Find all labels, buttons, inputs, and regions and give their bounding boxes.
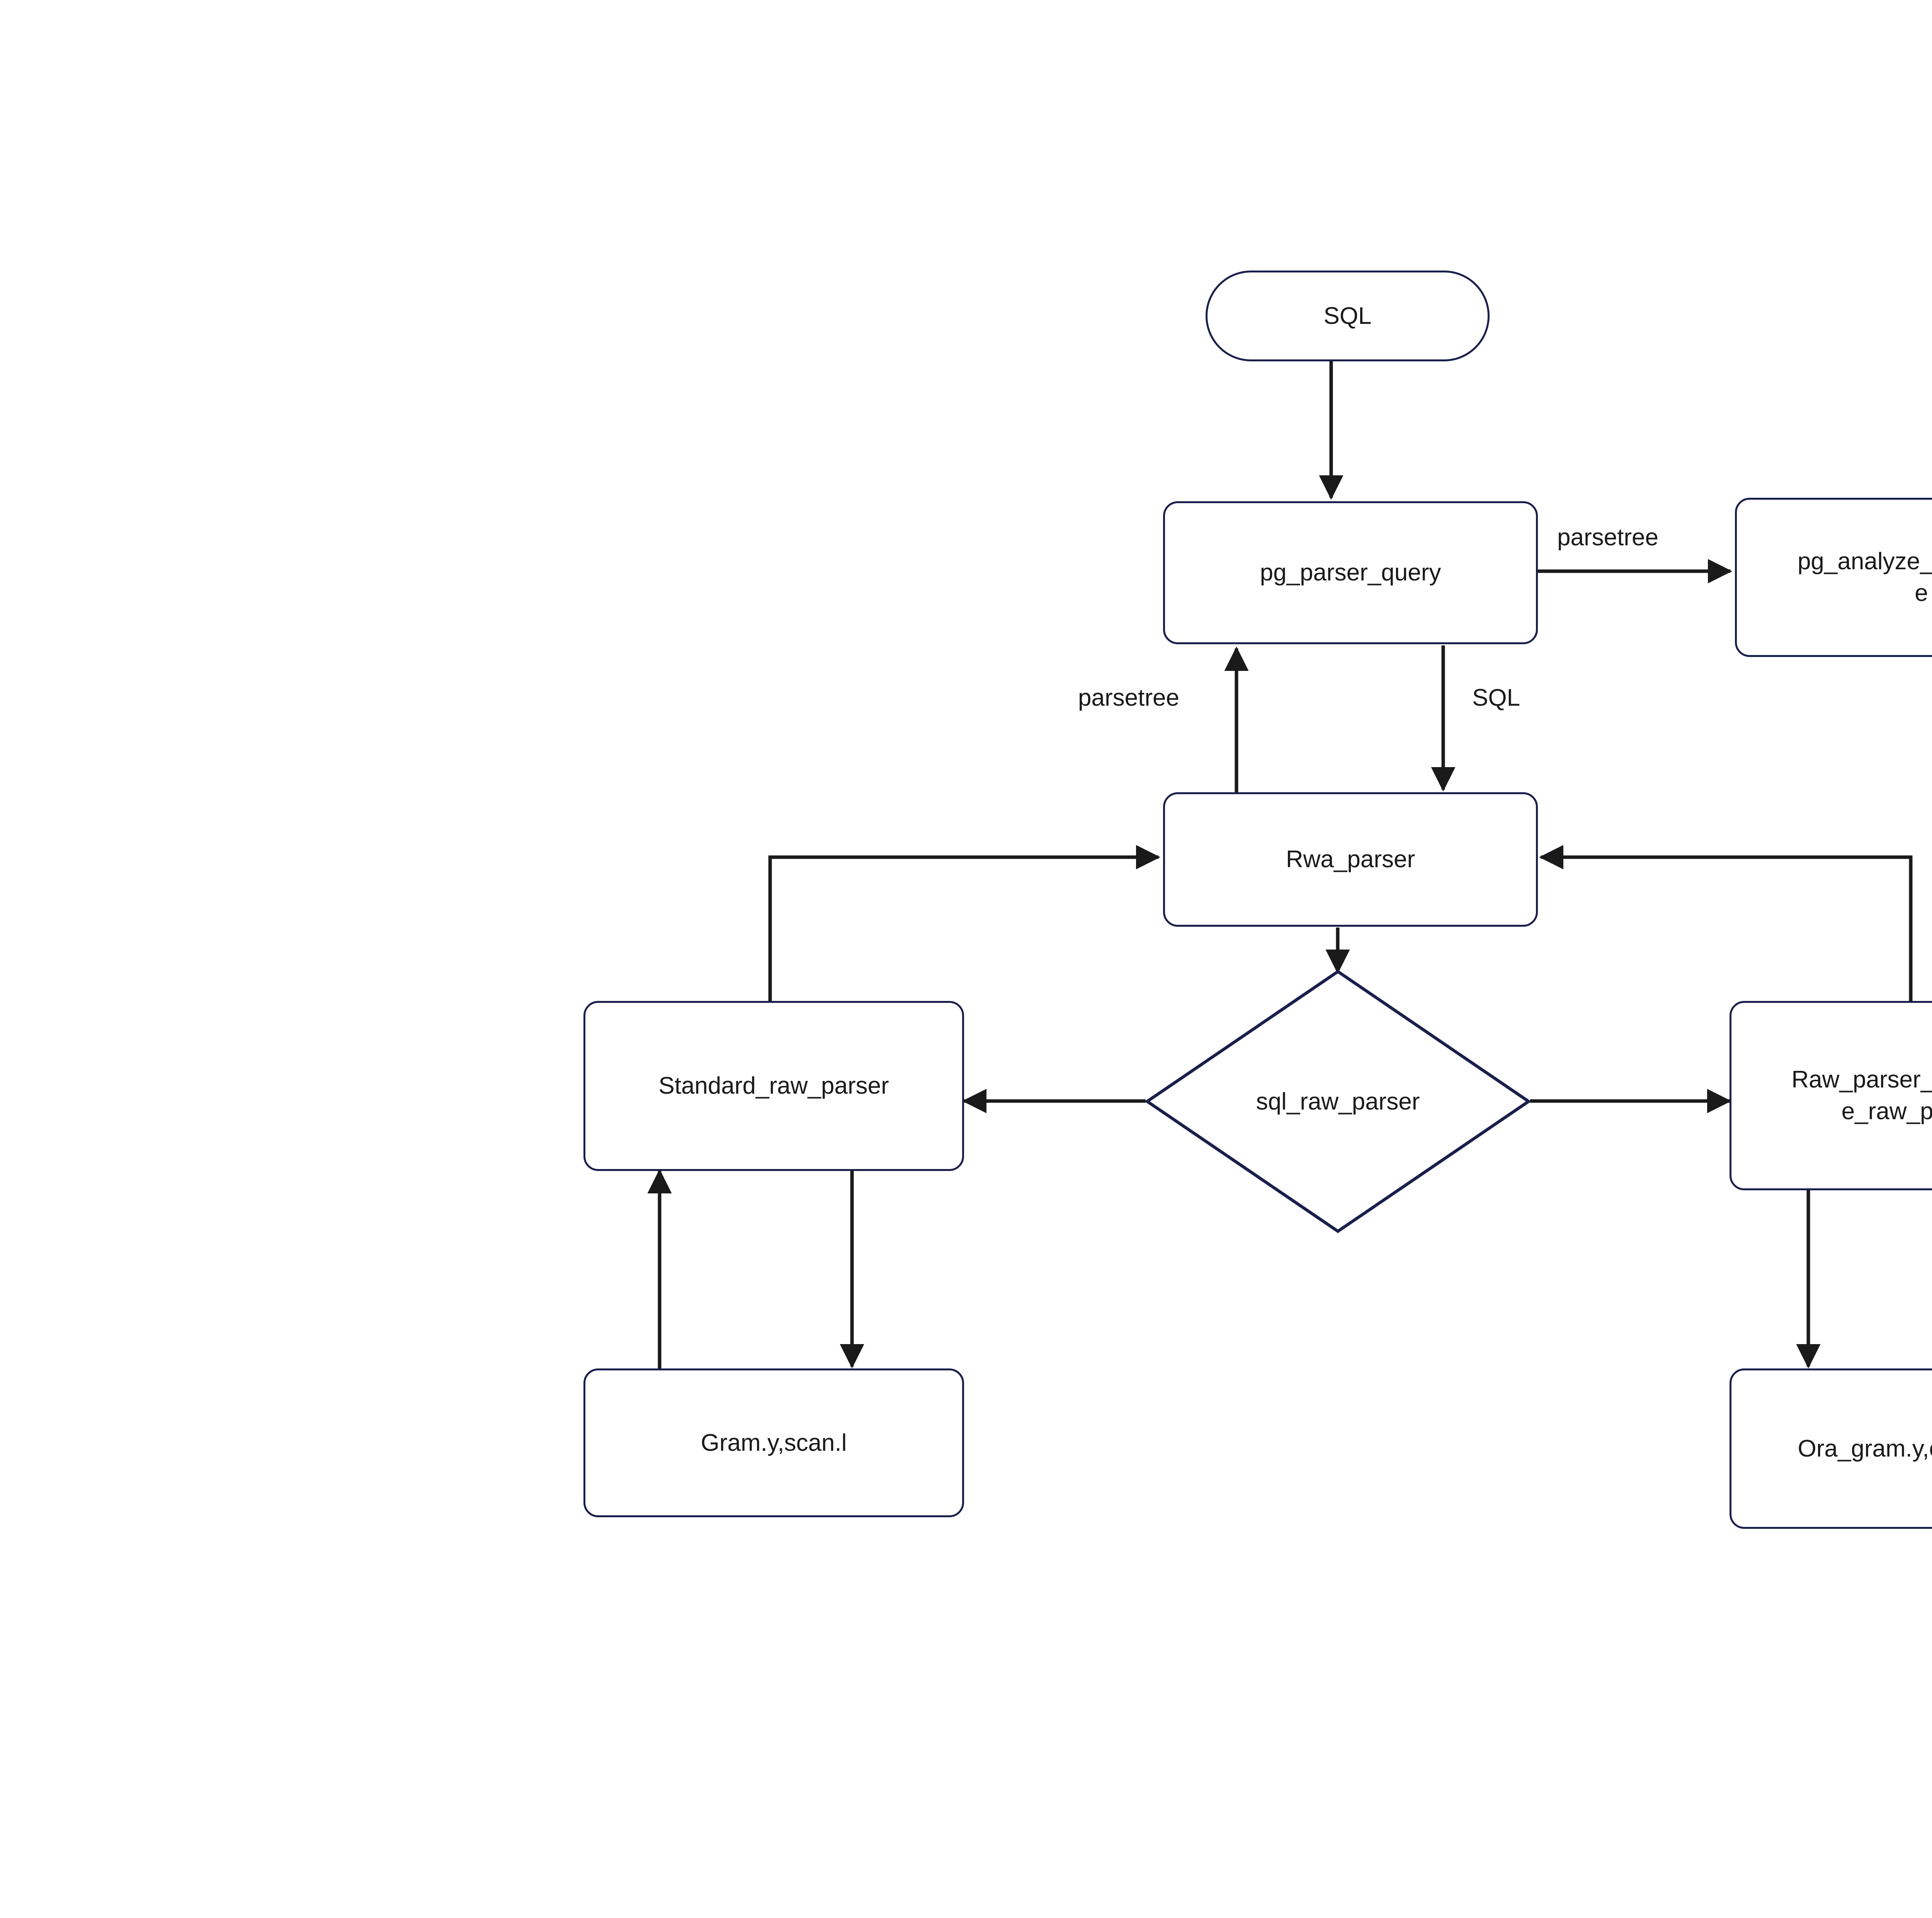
node-rwa-parser-label: Rwa_parser (1286, 846, 1415, 873)
node-sql-input-label: SQL (1323, 302, 1372, 329)
edge-label-parsetree-to-analyze: parsetree (1557, 524, 1658, 551)
edge-label-parsetree-up: parsetree (1078, 684, 1179, 711)
edge-standard-raw-parser-to-rwa-parser (768, 845, 1161, 1001)
edge-label-sql-down: SQL (1472, 684, 1520, 711)
diamond-shape (1144, 970, 1532, 1233)
node-pg-parser-query-label: pg_parser_query (1260, 559, 1441, 586)
node-raw-parser-hook[interactable]: Raw_parser_hook(oracl e_raw_parser) (1730, 1001, 1932, 1190)
edge-raw-parser-hook-to-rwa-parser (1539, 845, 1913, 1001)
node-ora-gram-scan[interactable]: Ora_gram.y,ora_scan.l (1730, 1368, 1932, 1529)
node-standard-raw-parser-label: Standard_raw_parser (658, 1072, 889, 1099)
node-gram-scan[interactable]: Gram.y,scan.l (583, 1368, 964, 1517)
node-pg-parser-query[interactable]: pg_parser_query (1163, 501, 1538, 644)
node-pg-analyze-and-rewrite[interactable]: pg_analyze_and_rewrit e (1735, 498, 1932, 657)
node-pg-analyze-and-rewrite-label: pg_analyze_and_rewrit e (1797, 548, 1932, 606)
node-sql-raw-parser[interactable]: sql_raw_parser (1144, 970, 1532, 1233)
node-ora-gram-scan-label: Ora_gram.y,ora_scan.l (1798, 1435, 1932, 1462)
node-raw-parser-hook-label: Raw_parser_hook(oracl e_raw_parser) (1791, 1066, 1932, 1125)
node-gram-scan-label: Gram.y,scan.l (701, 1429, 847, 1456)
node-sql-input[interactable]: SQL (1206, 271, 1490, 361)
node-standard-raw-parser[interactable]: Standard_raw_parser (583, 1001, 964, 1171)
node-rwa-parser[interactable]: Rwa_parser (1163, 792, 1538, 927)
